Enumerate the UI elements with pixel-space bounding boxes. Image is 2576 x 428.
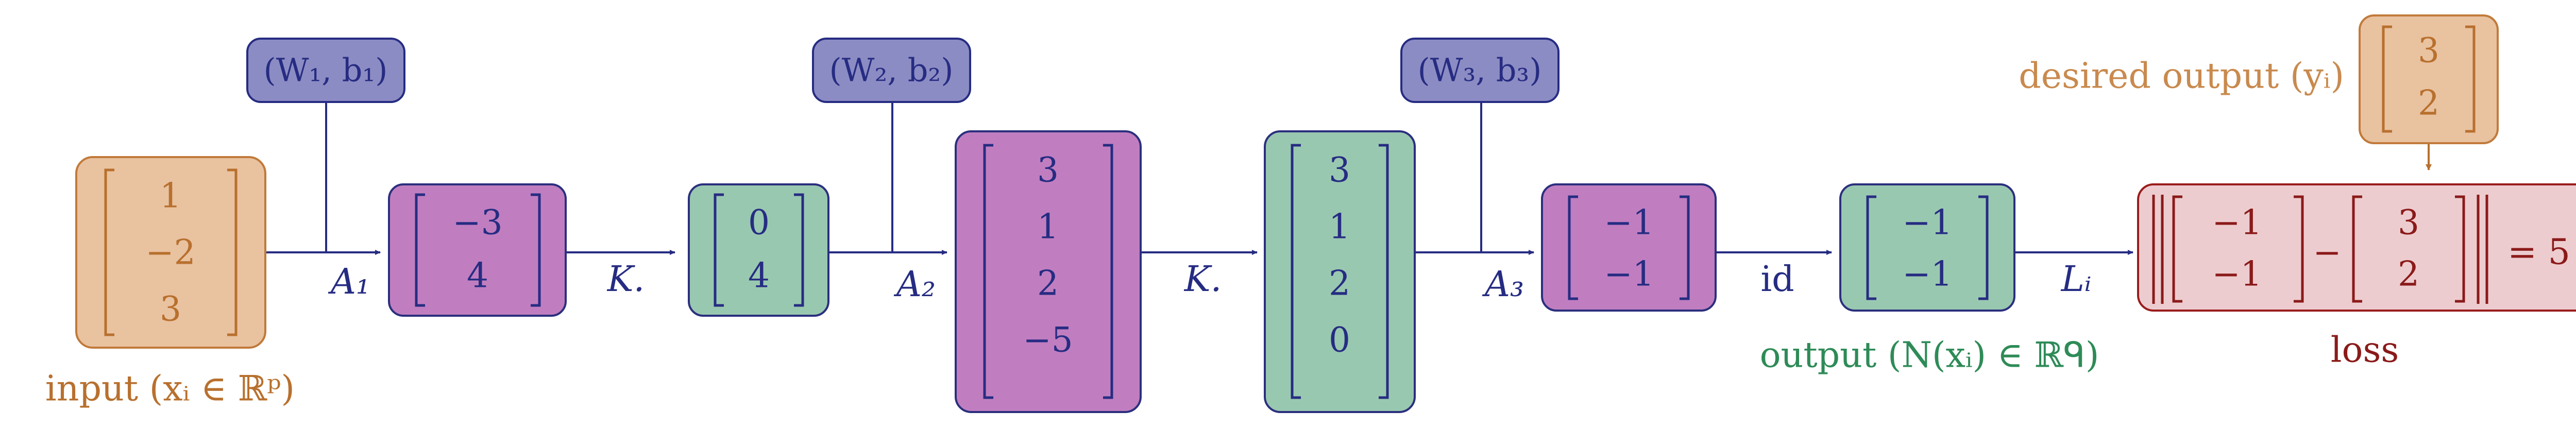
edge-label-a3: A₃ xyxy=(1482,264,1524,305)
param-box-1: (W₁, b₁) xyxy=(246,38,405,103)
vector-value: 1 xyxy=(1329,207,1350,247)
layer2-output-node: 3 1 2 −5 xyxy=(955,130,1142,413)
vector-value: −1 xyxy=(1604,254,1654,294)
input-node: 1 −2 3 xyxy=(75,156,266,349)
loss-right-value: 3 xyxy=(2398,203,2419,243)
param-label-2: (W₂, b₂) xyxy=(829,52,954,89)
vector-value: −1 xyxy=(1902,203,1952,243)
vector-value: −3 xyxy=(452,203,502,243)
bracket-left xyxy=(2352,195,2362,303)
loss-result: = 5 xyxy=(2507,232,2570,273)
edge-label-li: Lᵢ xyxy=(2060,259,2092,300)
param-box-3: (W₃, b₃) xyxy=(1400,38,1560,103)
vector-value: 3 xyxy=(1037,150,1059,190)
desired-output-label: desired output (yᵢ) xyxy=(2019,56,2344,97)
desired-output-node: 3 2 xyxy=(2359,14,2499,144)
activation1-output-node: 0 4 xyxy=(688,183,829,317)
input-value: 1 xyxy=(160,176,181,216)
vector-value: 3 xyxy=(2418,31,2439,71)
vector-value: −5 xyxy=(1023,320,1073,360)
input-right-bracket xyxy=(227,168,238,336)
loss-right-value: 2 xyxy=(2398,254,2419,294)
layer3-output-node: −1 −1 xyxy=(1541,183,1717,312)
edge-label-a2: A₂ xyxy=(893,264,936,305)
bracket-right xyxy=(1103,144,1113,399)
bracket-left xyxy=(2172,195,2182,303)
vector-value: 4 xyxy=(748,256,770,296)
bracket-left xyxy=(1291,144,1301,399)
bracket-left xyxy=(415,193,425,307)
input-label: input (xᵢ ∈ ℝᵖ) xyxy=(45,369,295,409)
param-label-1: (W₁, b₁) xyxy=(264,52,388,89)
vector-value: −1 xyxy=(1902,254,1952,294)
bracket-left xyxy=(1866,195,1876,300)
param-box-2: (W₂, b₂) xyxy=(812,38,971,103)
vector-value: 0 xyxy=(748,203,770,243)
edge-label-k1: K. xyxy=(606,259,645,300)
network-output-node: −1 −1 xyxy=(1839,183,2015,312)
vector-value: 0 xyxy=(1329,320,1350,360)
vector-value: 2 xyxy=(1329,264,1350,303)
bracket-right xyxy=(794,193,804,307)
param-label-3: (W₃, b₃) xyxy=(1418,52,1542,89)
bracket-right xyxy=(2465,25,2476,133)
vector-value: 1 xyxy=(1037,207,1059,247)
edge-label-id: id xyxy=(1760,259,1794,300)
activation2-output-node: 3 1 2 0 xyxy=(1264,130,1416,413)
connections xyxy=(265,102,2133,255)
edge-label-k2: K. xyxy=(1183,259,1222,300)
bracket-right xyxy=(1978,195,1989,300)
minus-sign: − xyxy=(2313,233,2341,272)
vector-value: 2 xyxy=(2418,83,2439,123)
loss-left-value: −1 xyxy=(2212,203,2262,243)
bracket-right xyxy=(1680,195,1690,300)
bracket-left xyxy=(2382,25,2392,133)
bracket-left xyxy=(714,193,724,307)
bracket-left xyxy=(983,144,993,399)
output-label: output (N(xᵢ) ∈ ℝᑫ) xyxy=(1760,335,2099,376)
vector-value: 2 xyxy=(1037,264,1059,303)
loss-node: −1 −1 − 3 2 = 5 xyxy=(2137,183,2576,312)
layer1-output-node: −3 4 xyxy=(388,183,567,317)
vector-value: 3 xyxy=(1329,150,1350,190)
bracket-right xyxy=(1379,144,1389,399)
bracket-left xyxy=(1568,195,1578,300)
input-value: −2 xyxy=(145,233,195,272)
bracket-right xyxy=(531,193,541,307)
bracket-right xyxy=(2455,195,2465,303)
input-left-bracket xyxy=(104,168,114,336)
loss-label: loss xyxy=(2331,330,2399,371)
vector-value: 4 xyxy=(467,256,488,296)
loss-left-value: −1 xyxy=(2212,254,2262,294)
input-value: 3 xyxy=(160,289,181,329)
bracket-right xyxy=(2294,195,2304,303)
edge-labels: A₁ K. A₂ K. A₃ id Lᵢ xyxy=(328,259,2092,305)
vector-value: −1 xyxy=(1604,203,1654,243)
edge-label-a1: A₁ xyxy=(328,262,370,302)
